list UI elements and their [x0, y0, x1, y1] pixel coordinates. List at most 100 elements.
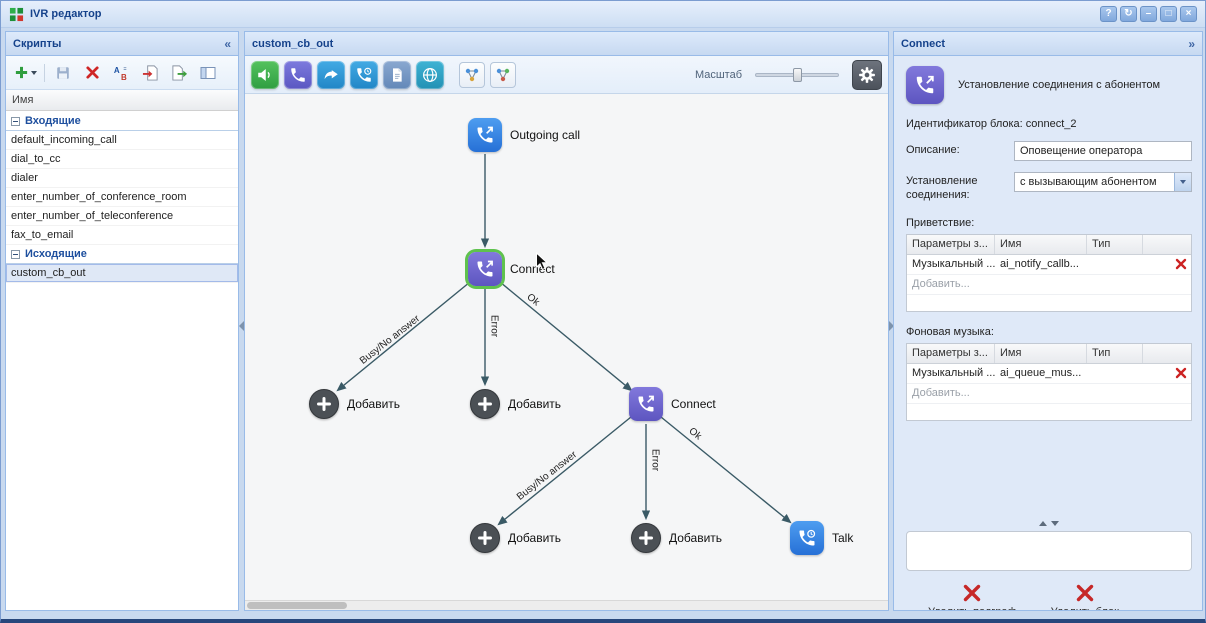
phone-block-button[interactable] — [284, 60, 312, 89]
talk-icon[interactable] — [790, 521, 824, 555]
resize-down-icon[interactable] — [1051, 520, 1059, 526]
add-node-icon[interactable] — [631, 523, 661, 553]
connect-icon[interactable] — [629, 387, 663, 421]
greeting-table-row[interactable]: Музыкальный ... ai_notify_callb... — [907, 255, 1191, 275]
delete-subgraph-button[interactable]: Удалить подграф — [928, 583, 1017, 610]
horizontal-scrollbar[interactable] — [245, 600, 888, 610]
script-item[interactable]: fax_to_email — [6, 226, 238, 245]
add-row-label[interactable]: Добавить... — [912, 387, 970, 399]
collapse-group-icon[interactable] — [11, 249, 20, 259]
maximize-button[interactable]: □ — [1160, 6, 1177, 22]
node-outgoing-call[interactable]: Outgoing call — [468, 118, 580, 152]
collapse-left-panel-icon[interactable]: « — [224, 36, 231, 51]
column-header[interactable]: Имя — [995, 234, 1087, 254]
add-script-button[interactable] — [14, 62, 37, 84]
add-script-dropdown-caret[interactable] — [31, 70, 37, 75]
script-item[interactable]: dial_to_cc — [6, 150, 238, 169]
document-block-button[interactable] — [383, 60, 411, 89]
node-add-1[interactable]: Добавить — [309, 389, 400, 419]
column-header[interactable]: Параметры з... — [907, 234, 995, 254]
node-label: Connect — [671, 397, 716, 411]
node-connect-2[interactable]: Connect — [629, 387, 716, 421]
transfer-block-button[interactable] — [317, 60, 345, 89]
cell-param: Музыкальный ... — [912, 258, 995, 270]
graph-nodes-button[interactable] — [490, 61, 516, 88]
delete-block-button[interactable]: Удалить блок — [1051, 583, 1119, 610]
zoom-slider-thumb[interactable] — [793, 67, 802, 82]
collapse-right-panel-icon[interactable]: » — [1188, 36, 1195, 51]
connection-select[interactable]: с вызывающим абонентом — [1014, 172, 1192, 192]
talk-block-button[interactable] — [350, 60, 378, 89]
column-header[interactable]: Тип — [1087, 343, 1143, 363]
canvas-settings-button[interactable] — [852, 59, 882, 90]
delete-subgraph-icon — [964, 584, 981, 601]
close-button[interactable]: × — [1180, 6, 1197, 22]
node-connect-1[interactable]: Connect — [468, 252, 555, 286]
panel-resize-handle[interactable] — [906, 519, 1192, 528]
add-node-icon[interactable] — [470, 523, 500, 553]
delete-actions: Удалить подграф Удалить блок — [906, 583, 1192, 610]
script-item[interactable]: dialer — [6, 169, 238, 188]
refresh-button[interactable]: ↻ — [1120, 6, 1137, 22]
import-script-button[interactable] — [139, 62, 161, 84]
delete-row-icon[interactable] — [1175, 367, 1187, 379]
chevron-down-icon — [1180, 180, 1186, 184]
add-node-icon[interactable] — [470, 389, 500, 419]
column-header[interactable]: Имя — [995, 343, 1087, 363]
column-header[interactable]: Тип — [1087, 234, 1143, 254]
cell-param: Музыкальный ... — [912, 367, 995, 379]
scripts-panel-title: Скрипты — [13, 37, 62, 50]
description-input[interactable] — [1014, 141, 1192, 161]
script-item[interactable]: default_incoming_call — [6, 131, 238, 150]
script-group-outgoing[interactable]: Исходящие — [6, 245, 238, 264]
flow-canvas[interactable]: Busy/No answer Error Ok Busy/No answer E… — [245, 94, 888, 610]
script-item[interactable]: enter_number_of_conference_room — [6, 188, 238, 207]
script-item-selected[interactable]: custom_cb_out — [6, 264, 238, 283]
node-add-3[interactable]: Добавить — [470, 523, 561, 553]
cell-name: ai_queue_mus... — [1000, 367, 1082, 379]
connect-icon[interactable] — [468, 252, 502, 286]
column-header[interactable]: Параметры з... — [907, 343, 995, 363]
window-controls: ? ↻ – □ × — [1100, 6, 1197, 22]
properties-panel-header: Connect » — [894, 32, 1202, 56]
outgoing-call-icon[interactable] — [468, 118, 502, 152]
delete-script-button[interactable] — [81, 62, 103, 84]
music-table-row[interactable]: Музыкальный ... ai_queue_mus... — [907, 364, 1191, 384]
music-add-row[interactable]: Добавить... — [907, 384, 1191, 404]
music-label: Фоновая музыка: — [906, 325, 994, 338]
collapse-group-icon[interactable] — [11, 116, 20, 126]
help-button[interactable]: ? — [1100, 6, 1117, 22]
script-panels-button[interactable] — [197, 62, 219, 84]
add-node-icon[interactable] — [309, 389, 339, 419]
collapse-left-arrow-icon[interactable] — [239, 321, 244, 331]
edge-label: Error — [649, 448, 661, 472]
node-add-4[interactable]: Добавить — [631, 523, 722, 553]
save-script-button[interactable] — [52, 62, 74, 84]
minimize-button[interactable]: – — [1140, 6, 1157, 22]
app-logo-icon — [9, 7, 24, 22]
script-item[interactable]: enter_number_of_teleconference — [6, 207, 238, 226]
node-talk[interactable]: Talk — [790, 521, 853, 555]
left-splitter[interactable] — [239, 31, 244, 611]
connection-select-trigger[interactable] — [1174, 173, 1191, 191]
right-splitter[interactable] — [889, 31, 894, 611]
add-row-label[interactable]: Добавить... — [912, 278, 970, 290]
web-block-button[interactable] — [416, 60, 444, 89]
scripts-column-header[interactable]: Имя — [6, 90, 238, 111]
speaker-block-button[interactable] — [251, 60, 279, 89]
delete-row-icon[interactable] — [1175, 258, 1187, 270]
properties-panel-title: Connect — [901, 37, 945, 50]
script-group-incoming[interactable]: Входящие — [6, 112, 238, 131]
resize-up-icon[interactable] — [1039, 520, 1047, 526]
greeting-add-row[interactable]: Добавить... — [907, 275, 1191, 295]
notes-box[interactable] — [906, 530, 1192, 571]
export-script-button[interactable] — [168, 62, 190, 84]
horizontal-scrollbar-thumb[interactable] — [247, 602, 347, 609]
node-add-2[interactable]: Добавить — [470, 389, 561, 419]
collapse-right-arrow-icon[interactable] — [889, 321, 894, 331]
graph-locked-button[interactable] — [459, 61, 485, 88]
zoom-slider[interactable] — [755, 67, 839, 83]
